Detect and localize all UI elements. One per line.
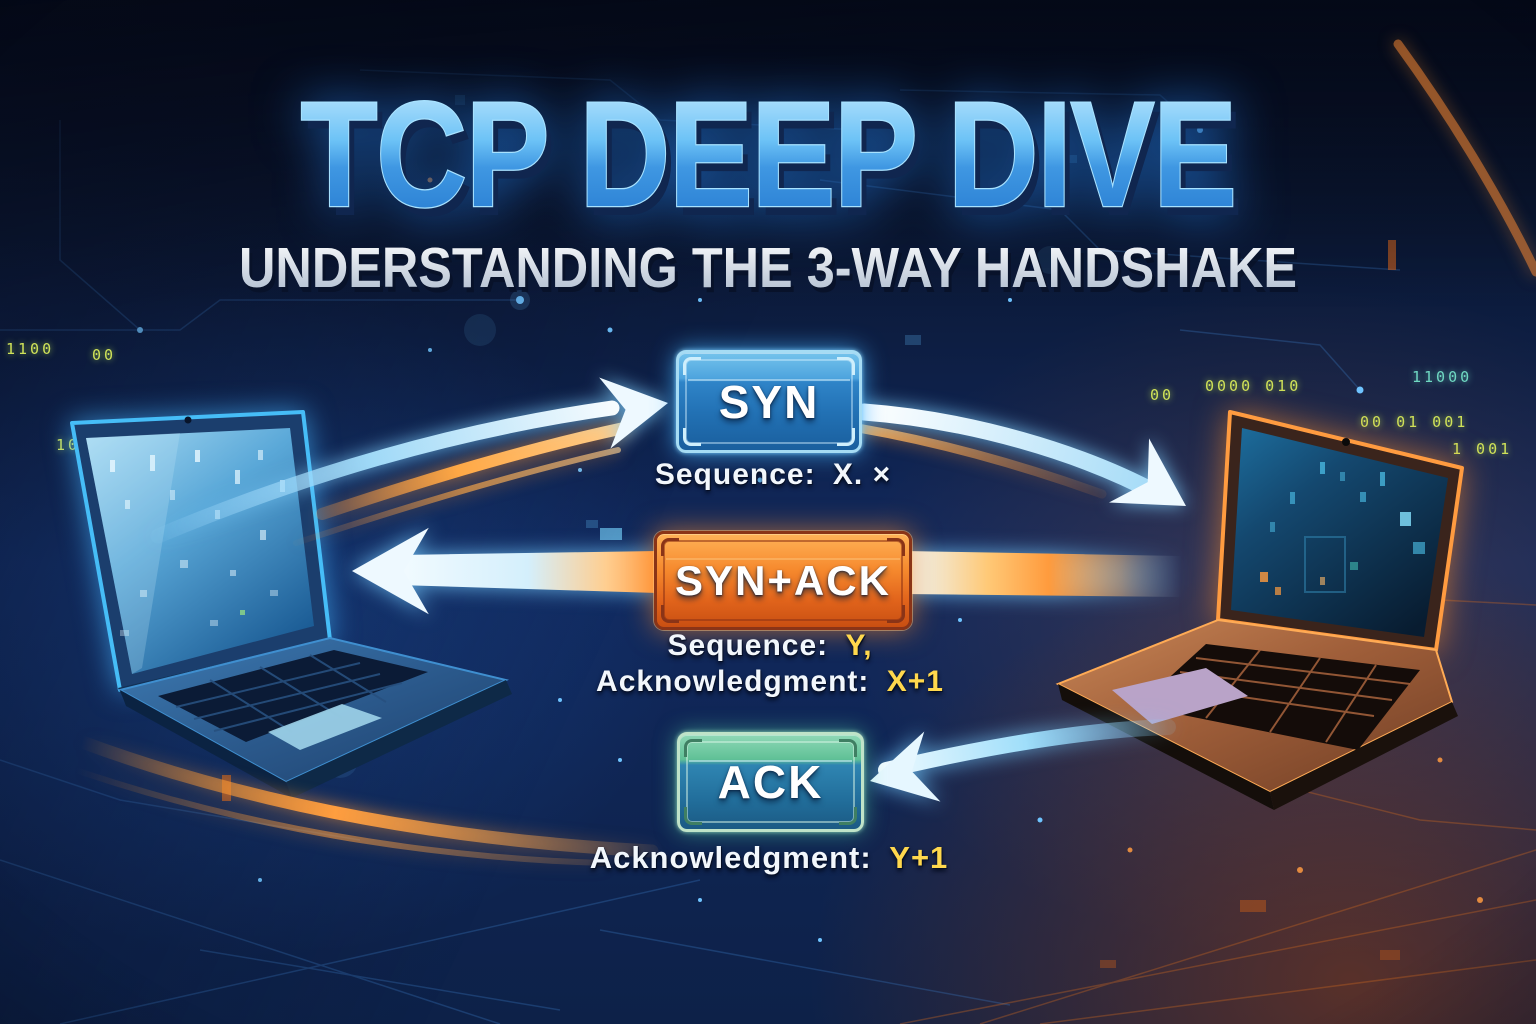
corner-ornament bbox=[683, 357, 701, 375]
orange-trails bbox=[55, 39, 1536, 866]
ack-ack-value: Y+1 bbox=[889, 840, 949, 875]
syn-caption: Sequence: X. × bbox=[463, 458, 1083, 492]
server-laptop bbox=[1055, 410, 1464, 810]
corner-ornament bbox=[661, 538, 679, 556]
synack-label: SYN+ACK bbox=[675, 556, 891, 604]
corner-ornament bbox=[684, 807, 702, 825]
binary-decoration: 1 001 bbox=[1452, 440, 1513, 458]
synack-ack-line: Acknowledgment: X+1 bbox=[460, 664, 1080, 700]
synack-caption: Sequence: Y, Acknowledgment: X+1 bbox=[460, 628, 1080, 700]
syn-arrow bbox=[150, 367, 1207, 544]
synack-packet-box: SYN+ACK bbox=[654, 531, 912, 630]
ack-label: ACK bbox=[717, 756, 824, 808]
corner-ornament bbox=[684, 739, 702, 757]
title-banner: TCP DEEP DIVE TCP DEEP DIVE UNDERSTANDIN… bbox=[239, 69, 1297, 300]
ack-packet-box: ACK bbox=[677, 732, 864, 832]
corner-ornament bbox=[661, 605, 679, 623]
page-subtitle: UNDERSTANDING THE 3-WAY HANDSHAKE bbox=[239, 236, 1297, 300]
page-title-shadow: TCP DEEP DIVE bbox=[307, 79, 1242, 247]
corner-ornament bbox=[837, 357, 855, 375]
corner-ornament bbox=[887, 605, 905, 623]
syn-sequence-field: Sequence: bbox=[654, 458, 816, 491]
binary-decoration: 00 bbox=[1150, 386, 1175, 404]
corner-ornament bbox=[839, 807, 857, 825]
binary-decoration: 00 bbox=[92, 346, 117, 364]
synack-ack-field: Acknowledgment: bbox=[596, 665, 870, 698]
synack-sequence-line: Sequence: Y, bbox=[460, 628, 1080, 664]
page-title: TCP DEEP DIVE bbox=[301, 70, 1236, 238]
corner-ornament bbox=[683, 428, 701, 446]
corner-ornament bbox=[839, 739, 857, 757]
binary-decoration: 0000 010 bbox=[1205, 377, 1302, 395]
synack-sequence-field: Sequence: bbox=[667, 629, 829, 662]
synack-ack-value: X+1 bbox=[886, 665, 944, 698]
binary-decoration: 11000 bbox=[1412, 368, 1473, 386]
synack-arrow bbox=[352, 527, 1182, 615]
corner-ornament bbox=[887, 538, 905, 556]
binary-decoration: 00 01 001 bbox=[1360, 413, 1469, 431]
syn-label: SYN bbox=[718, 375, 820, 428]
syn-packet-box: SYN bbox=[676, 350, 862, 453]
corner-ornament bbox=[837, 428, 855, 446]
synack-sequence-value: Y, bbox=[845, 629, 873, 662]
ack-ack-field: Acknowledgment: bbox=[589, 840, 872, 875]
binary-decoration: 1100 bbox=[6, 340, 55, 358]
ack-caption: Acknowledgment: Y+1 bbox=[459, 840, 1079, 876]
syn-sequence-value: X. × bbox=[832, 458, 892, 491]
ack-arrow bbox=[861, 719, 1176, 817]
